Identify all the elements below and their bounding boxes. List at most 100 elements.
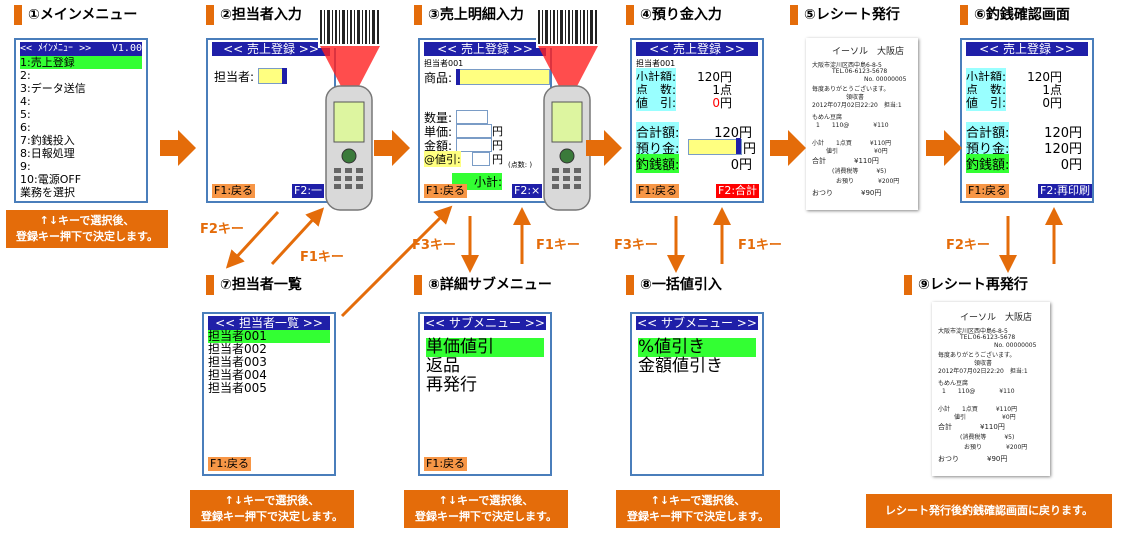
discount-value: 0円 bbox=[712, 96, 732, 110]
list-item[interactable]: 担当者001 bbox=[208, 330, 330, 343]
cursor bbox=[736, 138, 741, 154]
menu-item[interactable]: 金額値引き bbox=[638, 356, 723, 376]
receipt-title: 領収書 bbox=[846, 94, 865, 101]
f2-key-label: F2キー bbox=[946, 238, 990, 253]
receipt-thanks: 毎度ありがとうございます。 bbox=[938, 352, 1016, 359]
receipt-item-line: 1 110@ ¥110 bbox=[816, 122, 889, 129]
receipt-datetime: 2012年07月02日22:20 担当:1 bbox=[938, 368, 1028, 375]
menu-item[interactable]: 単価値引 bbox=[426, 338, 544, 357]
list-item[interactable]: 担当者004 bbox=[208, 368, 267, 382]
menu-item[interactable]: 9: bbox=[20, 160, 31, 173]
cursor bbox=[456, 69, 460, 85]
discount-field[interactable] bbox=[472, 152, 490, 166]
receipt-datetime: 2012年07月02日22:20 担当:1 bbox=[812, 102, 902, 109]
subtotal-value: 120円 bbox=[697, 70, 732, 84]
step-title-1: ①メインメニュー bbox=[14, 4, 137, 26]
f1-back-key[interactable]: F1:戻る bbox=[424, 457, 468, 471]
screen-header: << 売上登録 >> bbox=[424, 42, 546, 56]
receipt-total: 合計 ¥110円 bbox=[938, 423, 1005, 431]
receipt-tel: TEL.06-6123-5678 bbox=[960, 334, 1016, 341]
receipt-item: もめん豆腐 bbox=[938, 380, 969, 387]
f1-back-key[interactable]: F1:戻る bbox=[212, 184, 256, 198]
f2-cancel-key[interactable]: F2:× bbox=[512, 184, 543, 198]
menu-item[interactable]: 6: bbox=[20, 121, 31, 134]
f1-key-label: F1キー bbox=[536, 238, 580, 253]
deposit-value: 120円 bbox=[1044, 142, 1082, 157]
f1-back-key[interactable]: F1:戻る bbox=[636, 184, 680, 198]
screen-header: << 売上登録 >> bbox=[636, 42, 758, 56]
note-receipt-reprint: レシート発行後釣銭確認画面に戻ります。 bbox=[866, 494, 1112, 528]
f2-reprint-key[interactable]: F2:再印刷 bbox=[1038, 184, 1092, 198]
yen-unit: 円 bbox=[492, 125, 503, 138]
receipt-tax: (消費税等 ¥5) bbox=[960, 434, 1015, 441]
amount-label: 金額: bbox=[424, 139, 453, 153]
step-title-4: ④預り金入力 bbox=[626, 4, 722, 26]
barcode-icon bbox=[318, 6, 382, 48]
receipt-image: イーソル 大阪店 大阪市淀川区西中島6-8-5 TEL.06-6123-5678… bbox=[806, 38, 918, 210]
main-menu-list: 1:売上登録 2: 3:データ送信 4: 5: 6: 7:釣銭投入 8:日報処理… bbox=[20, 56, 142, 199]
f1-key-label: F1キー bbox=[300, 250, 344, 265]
list-item[interactable]: 担当者002 bbox=[208, 342, 267, 356]
yen-unit: 円 bbox=[492, 139, 503, 152]
change-label: 釣銭額: bbox=[636, 154, 680, 173]
receipt-tax: (消費税等 ¥5) bbox=[832, 168, 887, 175]
right-arrow-icon bbox=[160, 130, 196, 166]
change-label: 釣銭額: bbox=[966, 154, 1010, 173]
list-item[interactable]: 担当者003 bbox=[208, 355, 267, 369]
menu-item[interactable]: 2: bbox=[20, 69, 31, 82]
f3-key-label: F3キー bbox=[614, 238, 658, 253]
menu-item[interactable]: 再発行 bbox=[426, 375, 477, 395]
bulk-discount-screen: << サブメニュー >> %値引き 金額値引き bbox=[630, 312, 764, 476]
screen-header: << サブメニュー >> bbox=[636, 316, 758, 330]
staff-id: 担当者001 bbox=[636, 59, 676, 68]
receipt-address: 大阪市淀川区西中島6-8-5 bbox=[938, 328, 1008, 335]
amount-field[interactable] bbox=[456, 138, 492, 152]
menu-item[interactable]: 10:電源OFF bbox=[20, 173, 82, 186]
note-bulk-discount: ↑↓キーで選択後、 登録キー押下で決定します。 bbox=[616, 490, 780, 528]
receipt-change: おつり ¥90円 bbox=[938, 455, 1008, 463]
f2-list-key[interactable]: F2:一 bbox=[292, 184, 325, 198]
staff-list: 担当者001 担当者002 担当者003 担当者004 担当者005 bbox=[208, 330, 330, 395]
unit-price-field[interactable] bbox=[456, 124, 492, 138]
staff-label: 担当者: bbox=[214, 70, 255, 84]
receipt-tel: TEL.06-6123-5678 bbox=[832, 68, 888, 75]
menu-item[interactable]: 返品 bbox=[426, 356, 460, 376]
step-title-2: ②担当者入力 bbox=[206, 4, 302, 26]
f1-back-key[interactable]: F1:戻る bbox=[424, 184, 468, 198]
qty-field[interactable] bbox=[456, 110, 488, 124]
staff-list-screen: << 担当者一覧 >> 担当者001 担当者002 担当者003 担当者004 … bbox=[202, 312, 336, 476]
unit-price-label: 単価: bbox=[424, 125, 453, 139]
receipt-discount: 値引 ¥0円 bbox=[954, 414, 1016, 421]
detail-submenu-screen: << サブメニュー >> 単価値引 返品 再発行 F1:戻る bbox=[418, 312, 552, 476]
receipt-total: 合計 ¥110円 bbox=[812, 157, 879, 165]
subtotal-value: 120円 bbox=[1027, 70, 1062, 84]
step-title-6: ⑥釣銭確認画面 bbox=[960, 4, 1070, 26]
step-title-8: ⑧詳細サブメニュー bbox=[414, 274, 552, 296]
f1-back-key[interactable]: F1:戻る bbox=[966, 184, 1010, 198]
menu-item[interactable]: 1:売上登録 bbox=[20, 56, 142, 69]
f2-key-label: F2キー bbox=[200, 222, 244, 237]
main-menu-header: << ﾒｲﾝﾒﾆｭｰ >>V1.00 bbox=[20, 42, 142, 56]
main-menu-screen: << ﾒｲﾝﾒﾆｭｰ >>V1.00 1:売上登録 2: 3:データ送信 4: … bbox=[14, 38, 148, 203]
receipt-discount: 値引 ¥0円 bbox=[826, 148, 888, 155]
points-value: 1点 bbox=[1042, 83, 1062, 97]
menu-item[interactable]: 4: bbox=[20, 95, 31, 108]
qty-label: 数量: bbox=[424, 111, 453, 125]
deposit-field[interactable] bbox=[688, 139, 742, 155]
f1-back-key[interactable]: F1:戻る bbox=[208, 457, 252, 471]
list-item[interactable]: 担当者005 bbox=[208, 381, 267, 395]
menu-item[interactable]: %値引き bbox=[638, 338, 756, 357]
f2-total-key[interactable]: F2:合計 bbox=[716, 184, 760, 198]
submenu-list: 単価値引 返品 再発行 bbox=[426, 338, 544, 395]
total-label: 合計額: bbox=[636, 122, 680, 141]
menu-item[interactable]: 5: bbox=[20, 108, 31, 121]
right-arrow-icon bbox=[926, 130, 962, 166]
menu-prompt: 業務を選択 bbox=[20, 186, 75, 199]
step-title-3: ③売上明細入力 bbox=[414, 4, 524, 26]
menu-item[interactable]: 8:日報処理 bbox=[20, 147, 75, 160]
menu-item[interactable]: 3:データ送信 bbox=[20, 82, 86, 95]
menu-item[interactable]: 7:釣銭投入 bbox=[20, 134, 75, 147]
right-arrow-icon bbox=[586, 130, 622, 166]
right-arrow-icon bbox=[374, 130, 410, 166]
